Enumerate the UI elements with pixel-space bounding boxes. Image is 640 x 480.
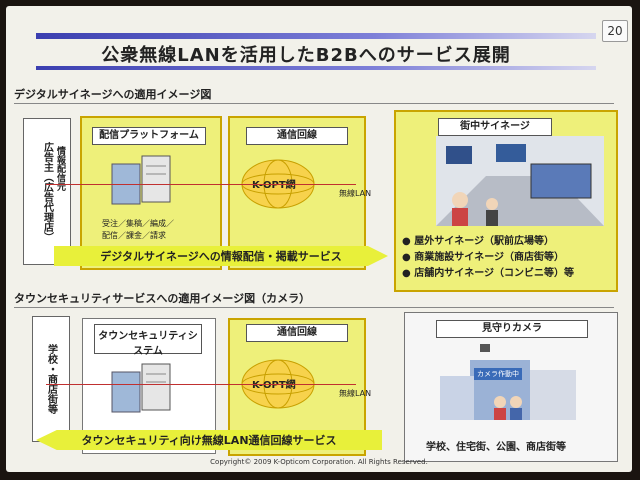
title-bottom-bar — [36, 66, 596, 70]
server-icon-2 — [111, 363, 171, 413]
security-system-header: タウンセキュリティシステム — [94, 324, 202, 357]
section-title-security: タウンセキュリティサービスへの適用イメージ図（カメラ） — [14, 292, 311, 305]
line-header-2: 通信回線 — [246, 324, 348, 342]
signage-service-text: デジタルサイネージへの情報配信・掲載サービス — [100, 250, 342, 263]
line-header: 通信回線 — [246, 127, 348, 145]
signage-bullet-2: ● 商業施設サイネージ（商店街等） — [402, 252, 565, 263]
section-divider — [14, 103, 614, 104]
section-title-signage: デジタルサイネージへの適用イメージ図 — [14, 88, 212, 101]
signage-service-arrow: デジタルサイネージへの情報配信・掲載サービス — [54, 246, 388, 266]
camera-header: 見守りカメラ — [436, 320, 588, 338]
camera-places: 学校、住宅街、公園、商店街等 — [426, 442, 566, 453]
platform-line-1: 受注／集稿／編成／ — [102, 219, 174, 228]
security-service-text: タウンセキュリティ向け無線LAN通信回線サービス — [81, 434, 337, 447]
school-label: 学校・商店街等 — [45, 344, 57, 414]
kopt-label: K-OPT網 — [252, 180, 296, 191]
section-divider-2 — [14, 307, 614, 308]
source-label: 情報配信元 — [55, 146, 65, 191]
signage-bullet-2-text: 商業施設サイネージ（商店街等） — [414, 252, 565, 263]
advertiser-box: 広告主（広告代理店） — [23, 118, 71, 265]
signage-bullet-1-text: 屋外サイネージ（駅前広場等） — [414, 236, 555, 247]
signage-bullet-3: ● 店舗内サイネージ（コンビニ等）等 — [402, 268, 575, 279]
signage-header: 街中サイネージ — [438, 118, 552, 136]
town-signage-illustration — [436, 136, 604, 226]
platform-line-2: 配信／課金／請求 — [102, 231, 166, 240]
connection-line-2 — [46, 384, 356, 385]
page-title: 公衆無線LANを活用したB2Bへのサービス展開 — [101, 45, 511, 66]
signage-bullet-1: ● 屋外サイネージ（駅前広場等） — [402, 236, 555, 247]
camera-sign: カメラ作動中 — [474, 368, 522, 380]
wlan-label-2: 無線LAN — [339, 389, 372, 398]
connection-line — [46, 184, 356, 185]
slide: 公衆無線LANを活用したB2Bへのサービス展開 20 デジタルサイネージへの適用… — [6, 6, 632, 472]
wlan-label: 無線LAN — [339, 189, 372, 198]
camera-illustration — [440, 344, 576, 420]
signage-bullet-3-text: 店舗内サイネージ（コンビニ等）等 — [414, 268, 575, 279]
advertiser-label: 広告主（広告代理店） — [41, 141, 53, 242]
security-service-arrow: タウンセキュリティ向け無線LAN通信回線サービス — [36, 430, 382, 450]
page-number: 20 — [602, 20, 628, 42]
kopt-label-2: K-OPT網 — [252, 380, 296, 391]
platform-header: 配信プラットフォーム — [92, 127, 206, 145]
school-box: 学校・商店街等 — [32, 316, 70, 442]
copyright-footer: Copyright© 2009 K-Opticom Corporation. A… — [210, 458, 428, 466]
title-top-bar — [36, 33, 596, 39]
